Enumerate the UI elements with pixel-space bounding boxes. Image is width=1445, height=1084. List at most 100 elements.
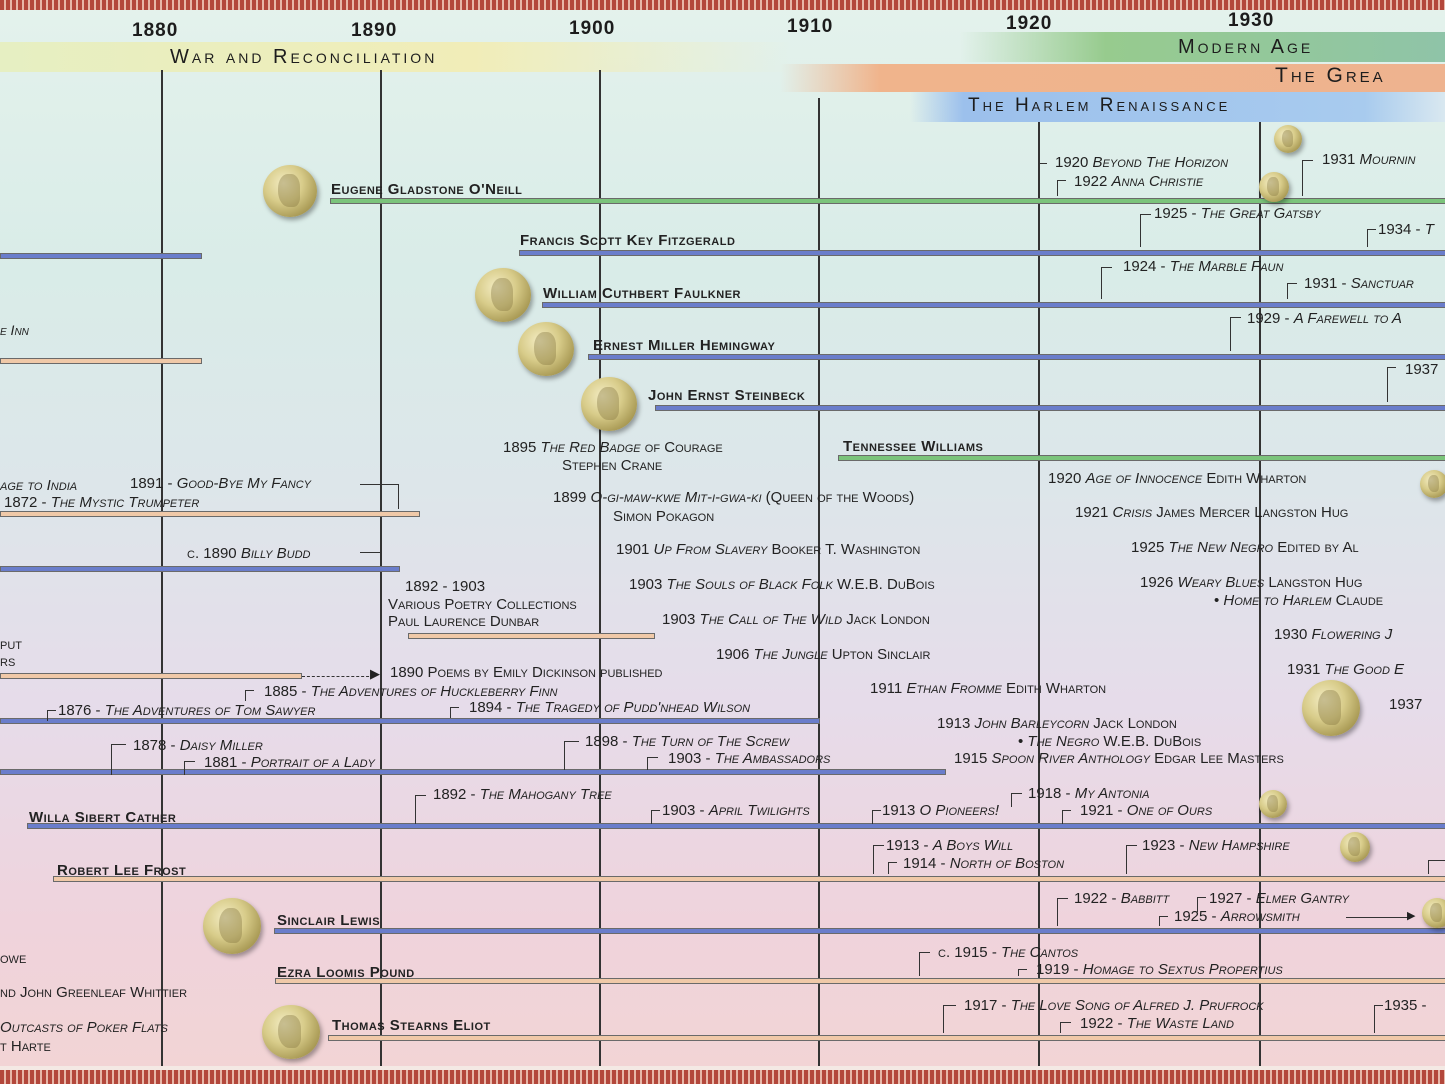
work-farewell-to-arms: 1929 - A Farewell to A [1247,310,1402,327]
work-fitz-1934: 1934 - T [1378,221,1434,238]
nobel-medal-icon [1259,172,1289,202]
event-red-badge: 1895 The Red Badge of Courage [503,439,723,456]
lifeline-frost [53,876,1445,882]
dashed-arrow [302,676,374,677]
work-sextus-propertius: 1919 - Homage to Sextus Propertius [1036,961,1283,978]
tick-ambassadors [647,757,658,770]
work-a-boys-will: 1913 - A Boys Will [886,837,1014,854]
tick-faulk-1924 [1101,267,1112,299]
era-modern-age: Modern Age [1178,36,1314,58]
tick-frost-right [1428,860,1445,874]
tick-babbitt [1057,898,1068,926]
work-billy-budd: c. 1890 Billy Budd [187,545,311,562]
lifeline-pound [275,978,1445,984]
tick-hem-1929 [1230,317,1241,351]
work-prufrock: 1917 - The Love Song of Alfred J. Prufro… [964,997,1264,1014]
author-oneill: Eugene Gladstone O'Neill [331,181,523,198]
gridline-1920 [1038,122,1040,1066]
era-war-reconciliation: War and Reconciliation [170,46,438,68]
event-new-negro: 1925 The New Negro Edited by Al [1131,539,1359,556]
work-eliot-1935: 1935 - [1384,997,1427,1014]
arrowhead: ▶ [1407,910,1416,922]
work-the-waste-land: 1922 - The Waste Land [1080,1015,1234,1032]
work-mourning: 1931 Mournin [1322,151,1416,168]
lifeline-twain [0,718,820,724]
work-huckleberry-finn: 1885 - The Adventures of Huckleberry Fin… [264,683,558,700]
year-1920: 1920 [1006,13,1053,34]
tick-oneill-1931 [1302,160,1313,196]
event-spoon-river: 1915 Spoon River Anthology Edgar Lee Mas… [954,750,1284,767]
tick-cantos [919,952,930,976]
text-fragment-harte: t Harte [0,1038,51,1055]
event-crane: Stephen Crane [562,457,663,474]
work-beyond-the-horizon: 1920 Beyond The Horizon [1055,154,1229,171]
work-o-pioneers: 1913 O Pioneers! [882,802,1000,819]
nobel-medal-icon [1340,832,1370,862]
work-north-of-boston: 1914 - North of Boston [903,855,1065,872]
nobel-medal-icon [1259,790,1287,818]
harlem-era-band [910,92,1445,122]
event-dunbar-name: Paul Laurence Dunbar [388,613,540,630]
event-home-to-harlem: • Home to Harlem Claude [1214,592,1384,609]
work-marble-faun: 1924 - The Marble Faun [1123,258,1284,275]
era-harlem-renaissance: The Harlem Renaissance [968,95,1231,116]
year-1900: 1900 [569,18,616,39]
work-mahogany-tree: 1892 - The Mahogany Tree [433,786,612,803]
lifeline-left-1 [0,253,202,259]
text-fragment-rs: rs [0,653,16,670]
tick-puddnhead [450,707,459,718]
author-eliot: Thomas Stearns Eliot [332,1017,491,1034]
tick-oneill-1920 [1038,163,1047,196]
lifeline-eliot [328,1035,1445,1041]
work-ambassadors: 1903 - The Ambassadors [668,750,831,767]
work-tom-sawyer: 1876 - The Adventures of Tom Sawyer [58,702,316,719]
modern-era-band [960,32,1445,62]
lifeline-williams [838,455,1445,461]
work-babbitt: 1922 - Babbitt [1074,890,1170,907]
author-cather: Willa Sibert Cather [29,809,177,826]
nobel-medal-icon [263,165,317,217]
nobel-medal-icon [475,268,531,322]
lifeline-dunbar [408,633,655,639]
author-frost: Robert Lee Frost [57,862,187,879]
event-dickinson: 1890 Poems by Emily Dickinson published [390,664,663,681]
gridline-1910 [818,98,820,1066]
year-1890: 1890 [351,20,398,41]
tick-portrait [184,761,195,775]
event-call-of-the-wild: 1903 The Call of The Wild Jack London [662,611,930,628]
work-april-twilights: 1903 - April Twilights [662,802,810,819]
tick-daisy [111,744,126,775]
tick-ours [1062,810,1071,824]
event-up-from-slavery: 1901 Up From Slavery Booker T. Washingto… [616,541,921,558]
event-the-negro: • The Negro W.E.B. DuBois [1018,733,1202,750]
tick-april [651,810,660,824]
work-puddnhead-wilson: 1894 - The Tragedy of Pudd'nhead Wilson [469,699,751,716]
author-pound: Ezra Loomis Pound [277,964,415,981]
author-williams: Tennessee Williams [843,438,984,455]
tick-stein-1937 [1387,367,1396,402]
event-dunbar-years: 1892 - 1903 [405,578,486,595]
tick-faulk-1931 [1287,283,1297,299]
lifeline-melville [0,566,400,572]
work-great-gatsby: 1925 - The Great Gatsby [1154,205,1321,222]
tick-sextus [1018,969,1027,976]
event-the-jungle: 1906 The Jungle Upton Sinclair [716,646,931,663]
event-john-barleycorn: 1913 John Barleycorn Jack London [937,715,1177,732]
event-crisis: 1921 Crisis James Mercer Langston Hug [1075,504,1349,521]
lifeline-hemingway [588,354,1445,360]
work-sanctuary: 1931 - Sanctuar [1304,275,1414,292]
tick-hampshire [1126,845,1137,874]
great-era-band [780,64,1445,92]
event-age-of-innocence: 1920 Age of Innocence Edith Wharton [1048,470,1307,487]
tick-antonia [1011,793,1022,807]
nobel-medal-icon [203,898,261,954]
era-great: The Grea [1275,64,1386,87]
text-fragment-owe: owe [0,950,27,967]
tick-fitz-1925 [1140,214,1151,247]
gantry-arrow [1346,917,1410,918]
work-daisy-miller: 1878 - Daisy Miller [133,737,263,754]
work-portrait-of-a-lady: 1881 - Portrait of a Lady [204,754,375,771]
tick-sawyer [47,710,56,721]
text-fragment-whittier: nd John Greenleaf Whittier [0,984,188,1001]
